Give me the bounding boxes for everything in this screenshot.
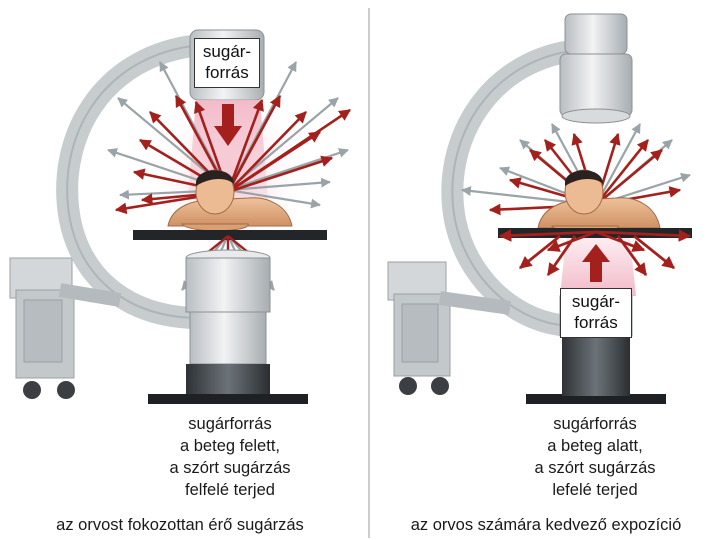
pedestal bbox=[562, 336, 630, 366]
description-line: felfelé terjed bbox=[130, 479, 330, 501]
left-caption: az orvost fokozottan érő sugárzás bbox=[20, 516, 340, 535]
right-panel-illustration bbox=[388, 14, 692, 404]
source-label-line2: forrás bbox=[195, 62, 259, 83]
pedestal bbox=[186, 364, 270, 396]
cart-wheel bbox=[399, 377, 417, 395]
detector-housing-bottom bbox=[186, 258, 270, 312]
right-description: sugárforrás a beteg alatt, a szórt sugár… bbox=[495, 413, 695, 501]
description-line: sugárforrás bbox=[130, 413, 330, 435]
source-label-line1: sugár- bbox=[561, 291, 631, 312]
description-line: a szórt sugárzás bbox=[495, 457, 695, 479]
right-caption: az orvos számára kedvező expozíció bbox=[378, 516, 714, 535]
description-line: sugárforrás bbox=[495, 413, 695, 435]
description-line: a beteg alatt, bbox=[495, 435, 695, 457]
description-line: a szórt sugárzás bbox=[130, 457, 330, 479]
description-line: lefelé terjed bbox=[495, 479, 695, 501]
detector-housing-top bbox=[565, 14, 627, 54]
cart-wheel bbox=[23, 381, 41, 399]
left-description: sugárforrás a beteg felett, a szórt sugá… bbox=[130, 413, 330, 501]
source-label-box-left: sugár- forrás bbox=[194, 38, 260, 88]
source-label-line2: forrás bbox=[561, 312, 631, 333]
description-line: a beteg felett, bbox=[130, 435, 330, 457]
source-label-box-right: sugár- forrás bbox=[560, 288, 632, 338]
cart-wheel bbox=[57, 381, 75, 399]
cart-wheel bbox=[431, 377, 449, 395]
left-panel-illustration bbox=[10, 30, 350, 404]
source-label-line1: sugár- bbox=[195, 41, 259, 62]
